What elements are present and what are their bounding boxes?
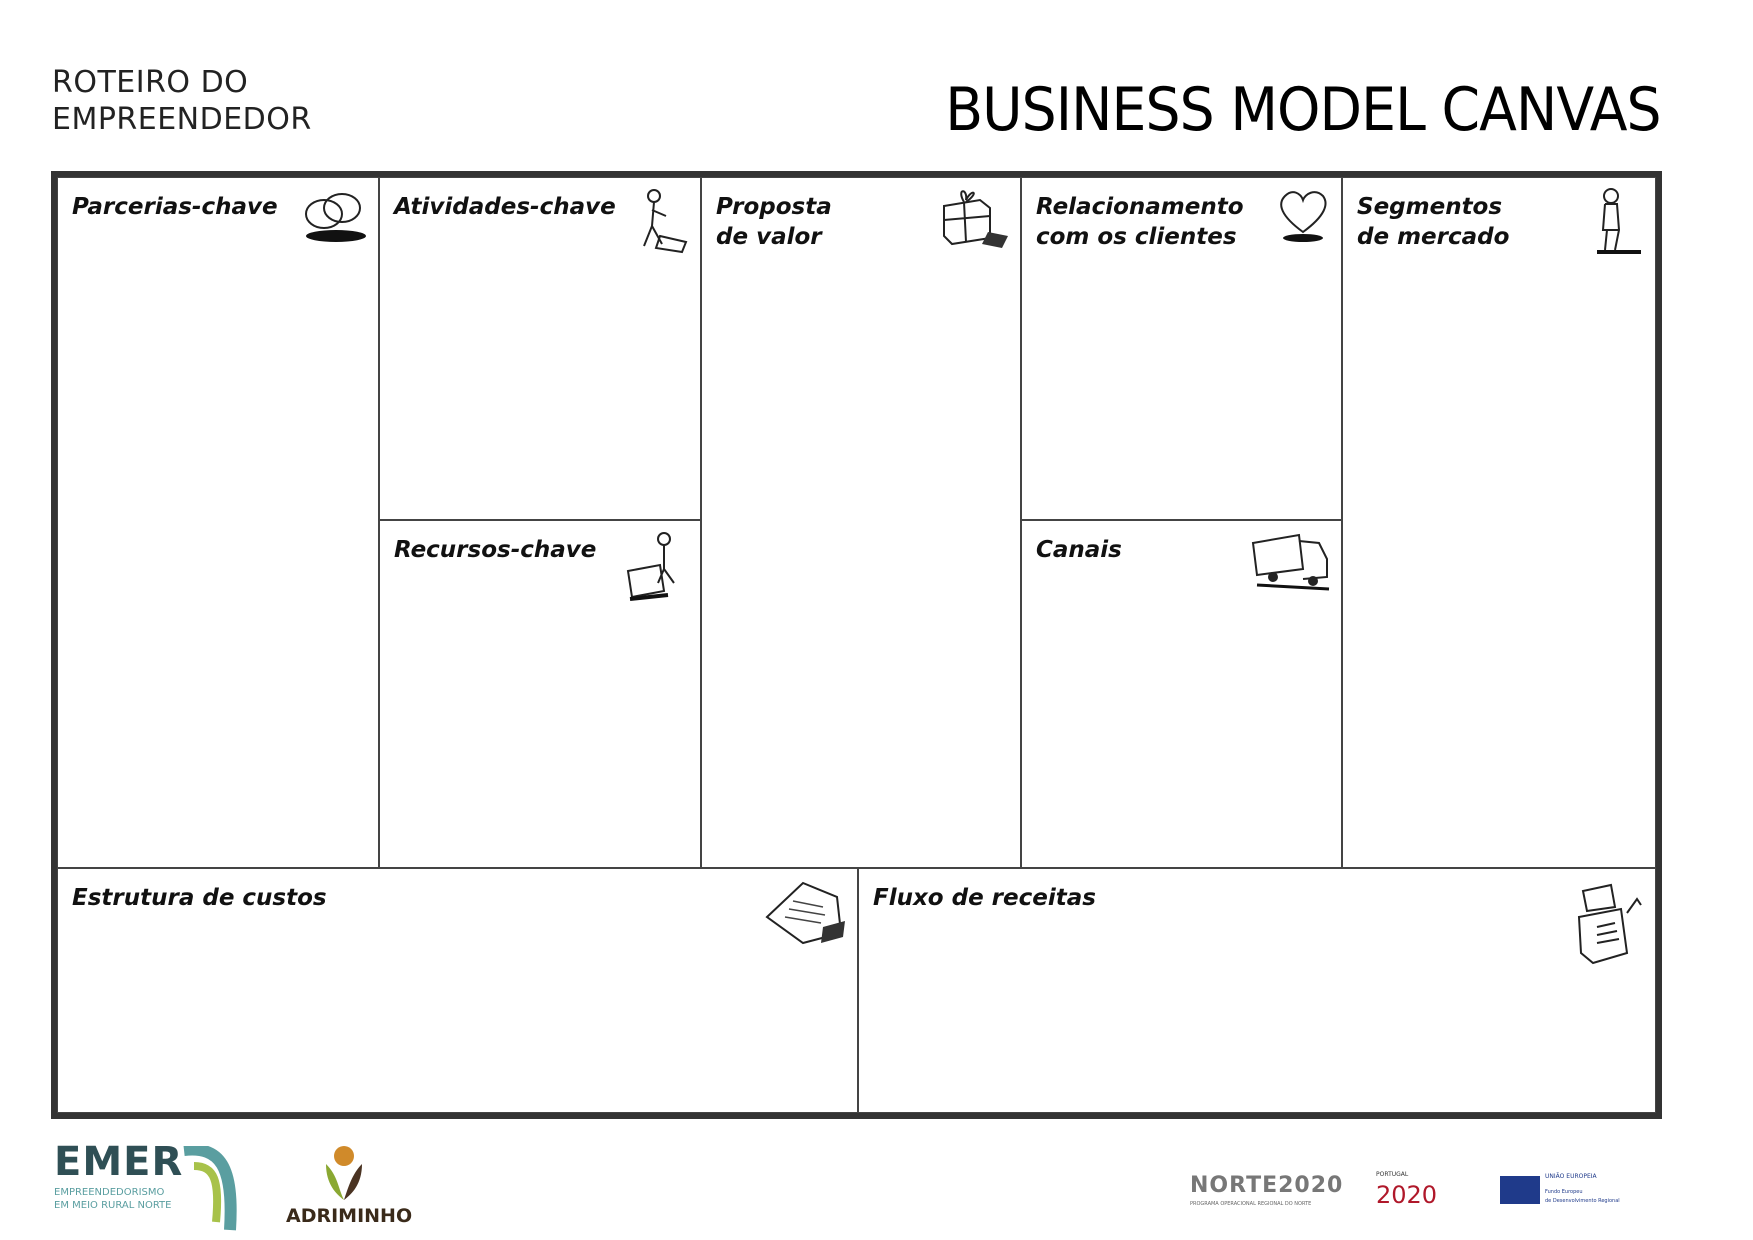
- eu-sub1: Fundo Europeu: [1545, 1189, 1583, 1195]
- gift-icon: [943, 190, 1008, 248]
- page-title: BUSINESS MODEL CANVAS: [945, 75, 1662, 145]
- emer-name: EMER: [54, 1139, 184, 1185]
- norte2020-sub: PROGRAMA OPERACIONAL REGIONAL DO NORTE: [1190, 1201, 1312, 1207]
- block-label-line1: Segmentos: [1357, 194, 1503, 220]
- brand-logo: ROTEIRO DO EMPREENDEDOR: [52, 64, 312, 138]
- truck-icon: [1251, 533, 1330, 591]
- eu-name: UNIÃO EUROPEIA: [1545, 1173, 1597, 1180]
- eu-logo: UNIÃO EUROPEIA Fundo Europeu de Desenvol…: [1545, 1172, 1620, 1206]
- block-customer-segments[interactable]: Segmentos de mercado: [1342, 177, 1656, 868]
- receipt-icon: [765, 881, 845, 945]
- block-value-proposition[interactable]: Proposta de valor: [701, 177, 1021, 868]
- adriminho-leaf-icon: [326, 1146, 362, 1200]
- emer-arch-icon: [183, 1146, 237, 1231]
- norte2020-logo: NORTE2020 PROGRAMA OPERACIONAL REGIONAL …: [1190, 1172, 1343, 1209]
- heart-icon: [1280, 191, 1327, 242]
- block-cost-structure[interactable]: Estrutura de custos: [57, 868, 858, 1113]
- block-key-activities[interactable]: Atividades-chave: [379, 177, 701, 520]
- block-label: Parcerias-chave: [72, 194, 278, 220]
- adriminho-logo: ADRIMINHO: [286, 1205, 413, 1227]
- block-label-line2: de valor: [716, 224, 822, 250]
- norte2020-name: NORTE2020: [1190, 1173, 1344, 1198]
- emer-sub2: EM MEIO RURAL NORTE: [54, 1200, 172, 1211]
- brand-line2: EMPREENDEDOR: [52, 102, 312, 137]
- block-label-line2: com os clientes: [1036, 224, 1237, 250]
- block-label-line1: Proposta: [716, 194, 832, 220]
- portugal2020-logo: PORTUGAL 2020: [1376, 1170, 1437, 1210]
- block-label: Segmentos de mercado: [1357, 192, 1509, 252]
- block-label-line2: de mercado: [1357, 224, 1510, 250]
- portugal2020-name: 2020: [1376, 1181, 1438, 1209]
- block-label: Recursos-chave: [394, 537, 597, 563]
- block-channels[interactable]: Canais: [1021, 520, 1342, 868]
- block-key-resources[interactable]: Recursos-chave: [379, 520, 701, 868]
- cash-register-icon: [1577, 883, 1642, 965]
- block-label: Atividades-chave: [394, 194, 616, 220]
- portugal2020-top: PORTUGAL: [1376, 1171, 1409, 1178]
- emer-logo: EMER EMPREENDEDORISMO EM MEIO RURAL NORT…: [54, 1138, 183, 1212]
- block-label: Fluxo de receitas: [873, 885, 1096, 911]
- block-revenue-streams[interactable]: Fluxo de receitas: [858, 868, 1656, 1113]
- brand-line1: ROTEIRO DO: [52, 65, 249, 100]
- rings-icon: [305, 193, 366, 242]
- block-label: Estrutura de custos: [72, 885, 327, 911]
- block-label: Canais: [1036, 537, 1122, 563]
- block-label: Proposta de valor: [716, 192, 832, 252]
- business-model-canvas: Parcerias-chave Atividades-chave Recurso…: [51, 171, 1662, 1119]
- block-label: Relacionamento com os clientes: [1036, 192, 1244, 252]
- person-icon: [1597, 188, 1641, 254]
- forklift-icon: [626, 532, 675, 601]
- eu-sub2: de Desenvolvimento Regional: [1545, 1198, 1620, 1204]
- block-label-line1: Relacionamento: [1036, 194, 1244, 220]
- block-key-partners[interactable]: Parcerias-chave: [57, 177, 379, 868]
- eu-flag-icon: [1500, 1176, 1540, 1204]
- worker-icon: [643, 189, 688, 254]
- block-customer-relationships[interactable]: Relacionamento com os clientes: [1021, 177, 1342, 520]
- emer-sub1: EMPREENDEDORISMO: [54, 1187, 165, 1198]
